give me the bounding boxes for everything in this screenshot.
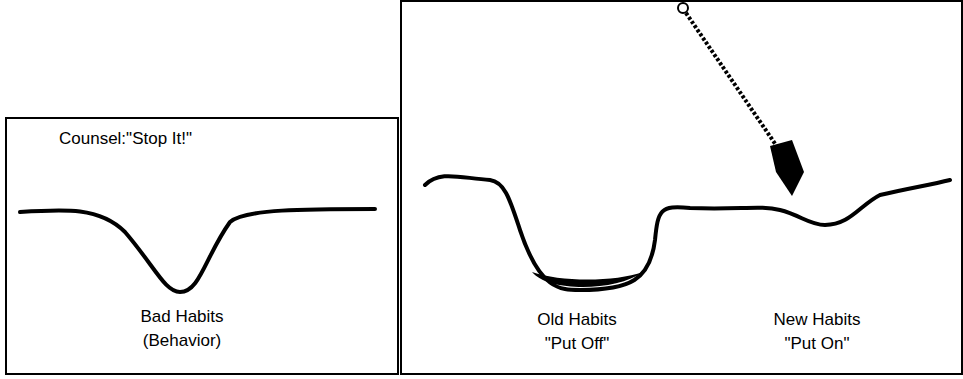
counsel-panel: Counsel:"Stop It!" Bad Habits (Behavior)	[5, 117, 399, 375]
panel-text: Old Habits "Put Off"	[527, 308, 627, 356]
shovel-blade	[770, 140, 804, 196]
replace-panel: Old Habits "Put Off" New Habits "Put On"	[400, 0, 963, 375]
panel-text: Counsel:"Stop It!"	[59, 127, 259, 151]
habit-groove	[20, 209, 375, 292]
shovel-handle	[686, 13, 778, 148]
panel-text: Bad Habits (Behavior)	[132, 305, 232, 353]
panel-text: New Habits "Put On"	[767, 308, 867, 356]
groove-shading	[532, 272, 643, 287]
shovel-grip	[678, 3, 688, 13]
habit-groove	[425, 176, 950, 290]
